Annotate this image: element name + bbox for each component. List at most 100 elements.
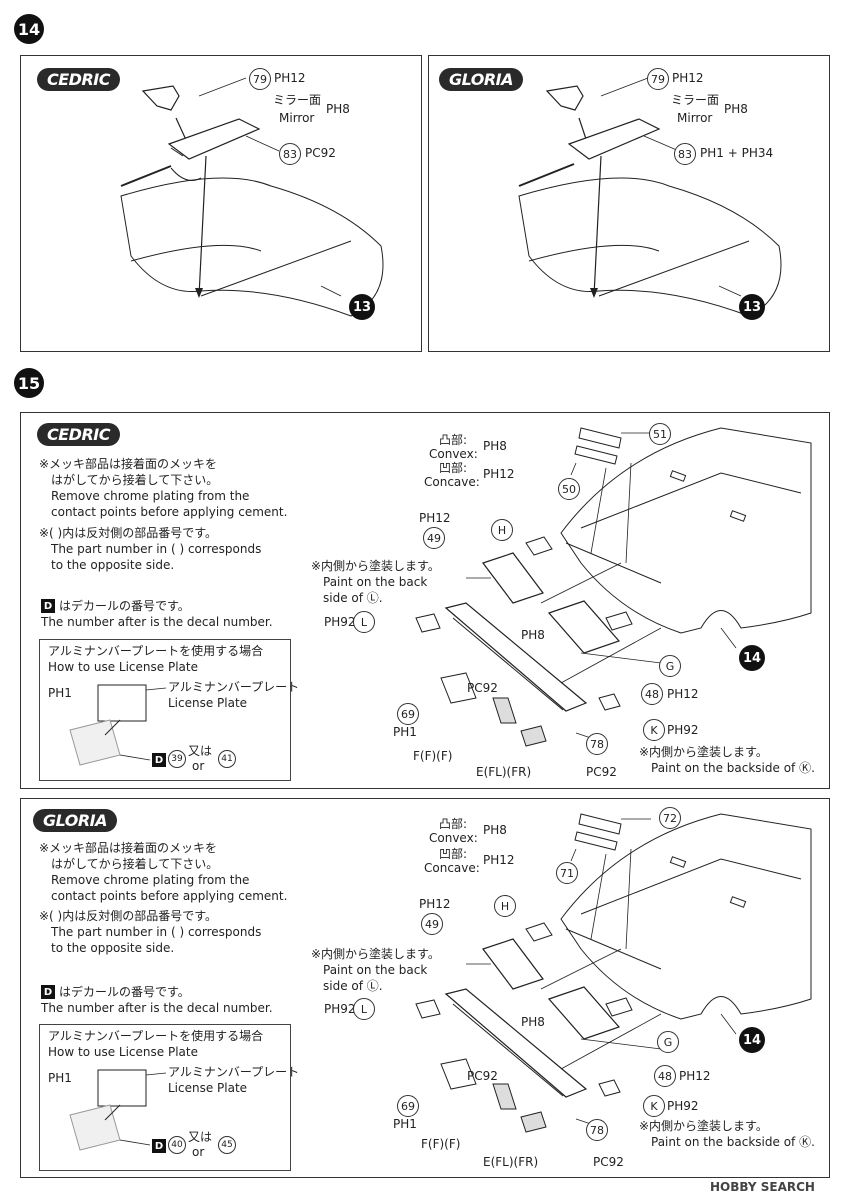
license-plate-drawing [69,684,167,766]
plate-name-en: License Plate [168,1081,248,1095]
gloria-front-assembly-drawing [415,813,812,1133]
plate-jp: アルミナンバープレートを使用する場合 [48,1029,264,1043]
part-50-marker: 50 [558,478,580,500]
convex-paint: PH8 [483,439,507,453]
step-15-badge: 15 [14,368,44,398]
part-78-marker: 78 [586,733,608,755]
part-L-paint: PH92 [324,615,356,629]
part-48-paint: PH12 [667,687,699,701]
paint-back-jp: ※内側から塗装します。 [311,559,440,573]
part-49-paint: PH12 [419,897,451,911]
part-K-note-en: Paint on the backside of Ⓚ. [651,1135,815,1149]
paint-back-en-a: Paint on the back [323,963,428,977]
step14-gloria-panel: GLORIA 79 PH12 ミラー面 Mirror PH8 83 PH1 + … [428,55,830,352]
plate-name-en: License Plate [168,696,248,710]
note-chrome-en-b: contact points before applying cement. [51,505,288,519]
note-opposite-jp: ※( )内は反対側の部品番号です。 [39,526,218,540]
note-chrome-jp-a: ※メッキ部品は接着面のメッキを [39,841,218,855]
part-69-paint: PH1 [393,725,417,739]
part-H-marker: H [491,519,513,541]
paint-back-en-a: Paint on the back [323,575,428,589]
part-H-marker: H [494,895,516,917]
paint-back-jp: ※内側から塗装します。 [311,947,440,961]
note-opposite-en-b: to the opposite side. [51,558,175,572]
watermark: HOBBY SEARCH [710,1180,815,1194]
plate-decal-41: 41 [218,750,236,768]
part-72-marker: 72 [659,807,681,829]
plate-jp: アルミナンバープレートを使用する場合 [48,644,264,658]
part-69-paint: PH1 [393,1117,417,1131]
note-chrome-jp-a: ※メッキ部品は接着面のメッキを [39,457,218,471]
part-K-marker: K [643,719,665,741]
plate-decal-or: or [192,1145,205,1159]
plate-name-jp: アルミナンバープレート [168,1065,300,1079]
model-label-gloria: GLORIA [439,68,524,91]
plate-en: How to use License Plate [48,1045,198,1059]
license-plate-drawing [69,1069,167,1151]
part-49-marker: 49 [423,527,445,549]
part-83-paint: PC92 [305,146,336,160]
decal-letter-icon: D [41,985,55,999]
part-48-paint: PH12 [679,1069,711,1083]
mirror-jp: ミラー面 [671,93,720,107]
concave-paint: PH12 [483,467,515,481]
plate-decal-icon: D [152,1139,166,1153]
part-69-marker: 69 [397,1095,419,1117]
step14-cedric-panel: CEDRIC 79 PH12 ミラー面 Mirror PH8 83 PC92 1… [20,55,422,352]
step-14-badge: 14 [14,14,44,44]
mirror-en: Mirror [279,111,315,125]
cedric-front-assembly-drawing [415,427,812,747]
part-K-marker: K [643,1095,665,1117]
note-opposite-en-b: to the opposite side. [51,941,175,955]
part-F-label: F(F)(F) [421,1137,461,1151]
part-c92-paint: PC92 [467,1069,498,1083]
part-69-marker: 69 [397,703,419,725]
plate-name-jp: アルミナンバープレート [168,680,300,694]
plate-decal-40: 40 [168,1136,186,1154]
part-c92-paint: PC92 [467,681,498,695]
part-G-marker: G [659,655,681,677]
part-L-paint: PH92 [324,1002,356,1016]
part-48-marker: 48 [641,683,663,705]
part-F-label: F(F)(F) [413,749,453,763]
part-79-marker: 79 [249,68,271,90]
convex-en: Convex: [429,447,478,461]
step15-gloria-panel: GLORIA ※メッキ部品は接着面のメッキを はがしてから接着して下さい。 Re… [20,798,830,1178]
note-chrome-en-a: Remove chrome plating from the [51,873,250,887]
body-part-14-marker: 14 [739,1027,765,1053]
part-79-marker: 79 [647,68,669,90]
convex-paint: PH8 [483,823,507,837]
body-part-13-marker: 13 [349,294,375,320]
plate-en: How to use License Plate [48,660,198,674]
part-83-paint: PH1 + PH34 [700,146,774,160]
model-label-cedric: CEDRIC [37,423,120,446]
decal-letter-icon: D [41,599,55,613]
part-48-marker: 48 [654,1065,676,1087]
convex-en: Convex: [429,831,478,845]
part-E-label: E(FL)(FR) [483,1155,539,1169]
part-h8-paint: PH8 [521,628,545,642]
part-L-marker: L [353,998,375,1020]
model-label-gloria: GLORIA [33,809,118,832]
note-chrome-en-a: Remove chrome plating from the [51,489,250,503]
plate-decal-39: 39 [168,750,186,768]
mirror-en: Mirror [677,111,713,125]
license-plate-box: アルミナンバープレートを使用する場合 How to use License Pl… [39,1024,299,1171]
part-71-marker: 71 [556,862,578,884]
note-opposite-en-a: The part number in ( ) corresponds [51,542,262,556]
note-opposite-en-a: The part number in ( ) corresponds [51,925,262,939]
note-decal-en: The number after is the decal number. [41,615,273,629]
part-49-marker: 49 [421,913,443,935]
part-K-paint: PH92 [667,1099,699,1113]
mirror-jp: ミラー面 [273,93,322,107]
part-79-paint: PH12 [274,71,306,85]
body-part-14-marker: 14 [739,645,765,671]
part-G-marker: G [657,1031,679,1053]
concave-paint: PH12 [483,853,515,867]
license-plate-box: アルミナンバープレートを使用する場合 How to use License Pl… [39,639,299,781]
mirror-paint: PH8 [724,102,748,116]
plate-paint: PH1 [48,686,72,700]
convex-jp: 凸部: [439,433,468,447]
gloria-dashboard-drawing [518,77,782,317]
part-51-marker: 51 [649,423,671,445]
